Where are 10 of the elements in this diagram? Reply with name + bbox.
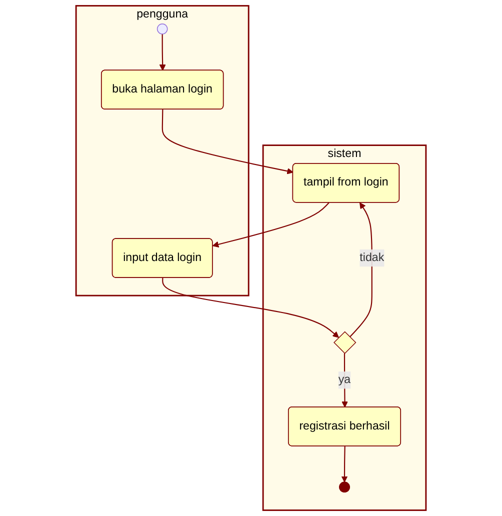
- node-circle: [156, 23, 168, 34]
- arrow: [212, 202, 330, 248]
- edge-label: ya: [338, 374, 351, 386]
- node-diamond: [334, 331, 356, 354]
- arrow: [162, 278, 339, 338]
- arrow: [342, 353, 348, 408]
- arrow: [341, 446, 348, 482]
- arrow: [159, 34, 166, 71]
- arrow: [162, 109, 294, 174]
- edge-label: tidak: [360, 251, 384, 264]
